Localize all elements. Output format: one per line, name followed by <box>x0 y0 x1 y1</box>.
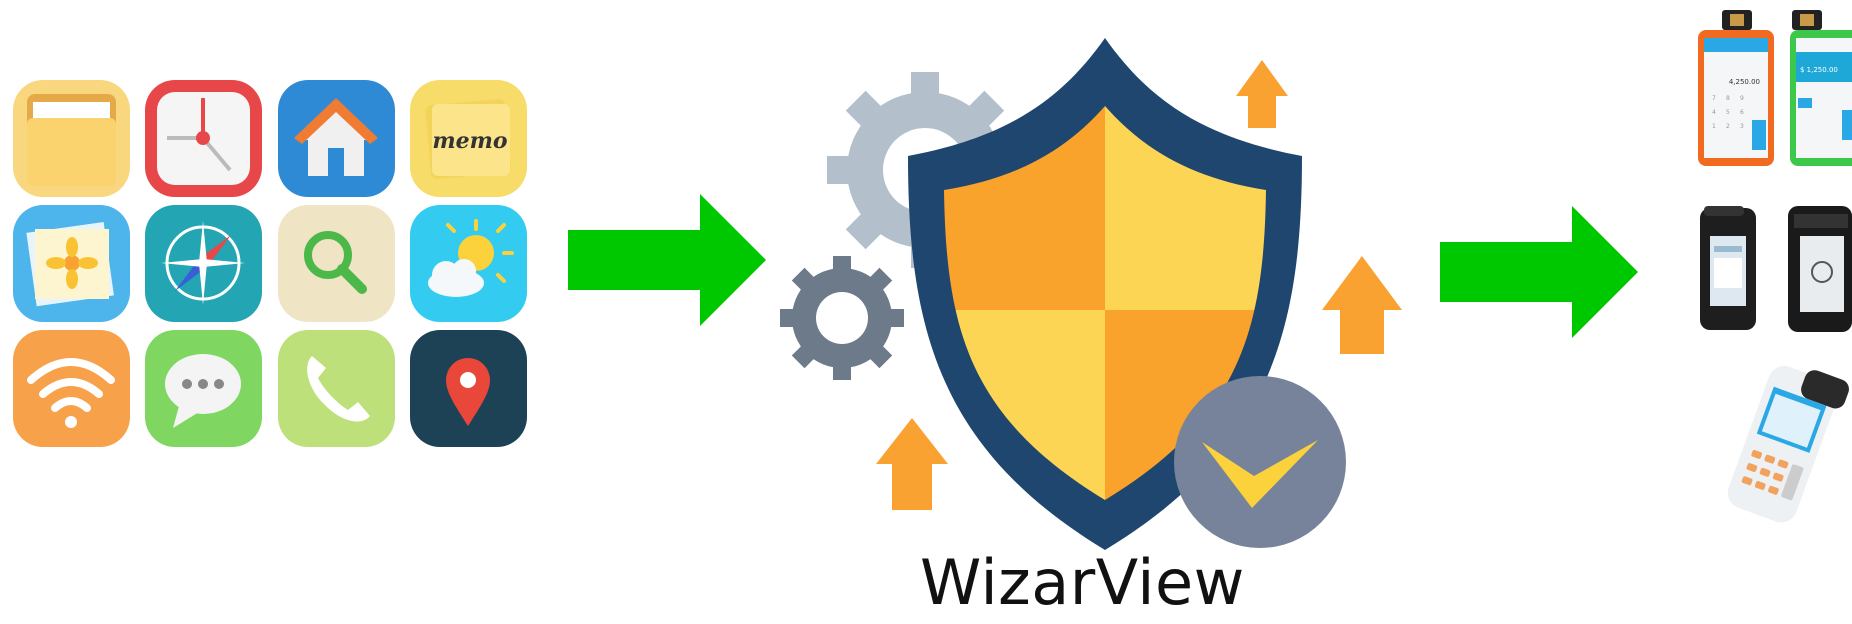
svg-text:3: 3 <box>1740 123 1744 130</box>
memo-label: memo <box>432 128 507 154</box>
handheld-terminal-card-icon <box>1788 206 1852 332</box>
search-icon <box>278 205 395 322</box>
svg-text:2: 2 <box>1726 123 1730 130</box>
svg-text:8: 8 <box>1726 95 1730 102</box>
location-pin-icon <box>410 330 527 447</box>
check-badge-icon <box>1174 376 1346 548</box>
green-arrow-right <box>1440 206 1638 338</box>
compass-icon <box>145 205 262 322</box>
small-gear-icon <box>780 256 904 380</box>
security-shield-graphic <box>770 30 1410 560</box>
pos-terminal-orange-icon: 4,250.00 7 8 9 4 5 6 1 2 3 <box>1698 10 1774 166</box>
clock-icon <box>145 80 262 197</box>
up-arrow-icon <box>1322 256 1402 354</box>
svg-text:7: 7 <box>1712 95 1716 102</box>
phone-icon <box>278 330 395 447</box>
device-amount-2: $ 1,250.00 <box>1800 66 1838 74</box>
app-icon-grid: memo <box>13 80 529 448</box>
svg-text:6: 6 <box>1740 109 1744 116</box>
svg-text:5: 5 <box>1726 109 1730 116</box>
brand-name: WizarView <box>920 546 1245 619</box>
memo-icon: memo <box>410 80 527 197</box>
folder-icon <box>13 80 130 197</box>
device-amount-1: 4,250.00 <box>1729 78 1760 86</box>
green-arrow-left <box>568 194 766 326</box>
svg-text:9: 9 <box>1740 95 1744 102</box>
payment-terminal-icon <box>1727 365 1849 523</box>
photos-icon <box>13 205 130 322</box>
up-arrow-icon <box>1236 60 1288 128</box>
svg-text:4: 4 <box>1712 109 1716 116</box>
messages-icon <box>145 330 262 447</box>
handheld-terminal-icon <box>1700 206 1756 330</box>
svg-text:1: 1 <box>1712 123 1716 130</box>
pos-terminal-green-icon: $ 1,250.00 <box>1790 10 1852 166</box>
weather-icon <box>410 205 527 322</box>
payment-devices: 4,250.00 7 8 9 4 5 6 1 2 3 $ 1,250.00 <box>1690 0 1852 620</box>
up-arrow-icon <box>876 418 948 510</box>
home-icon <box>278 80 395 197</box>
wifi-icon <box>13 330 130 447</box>
